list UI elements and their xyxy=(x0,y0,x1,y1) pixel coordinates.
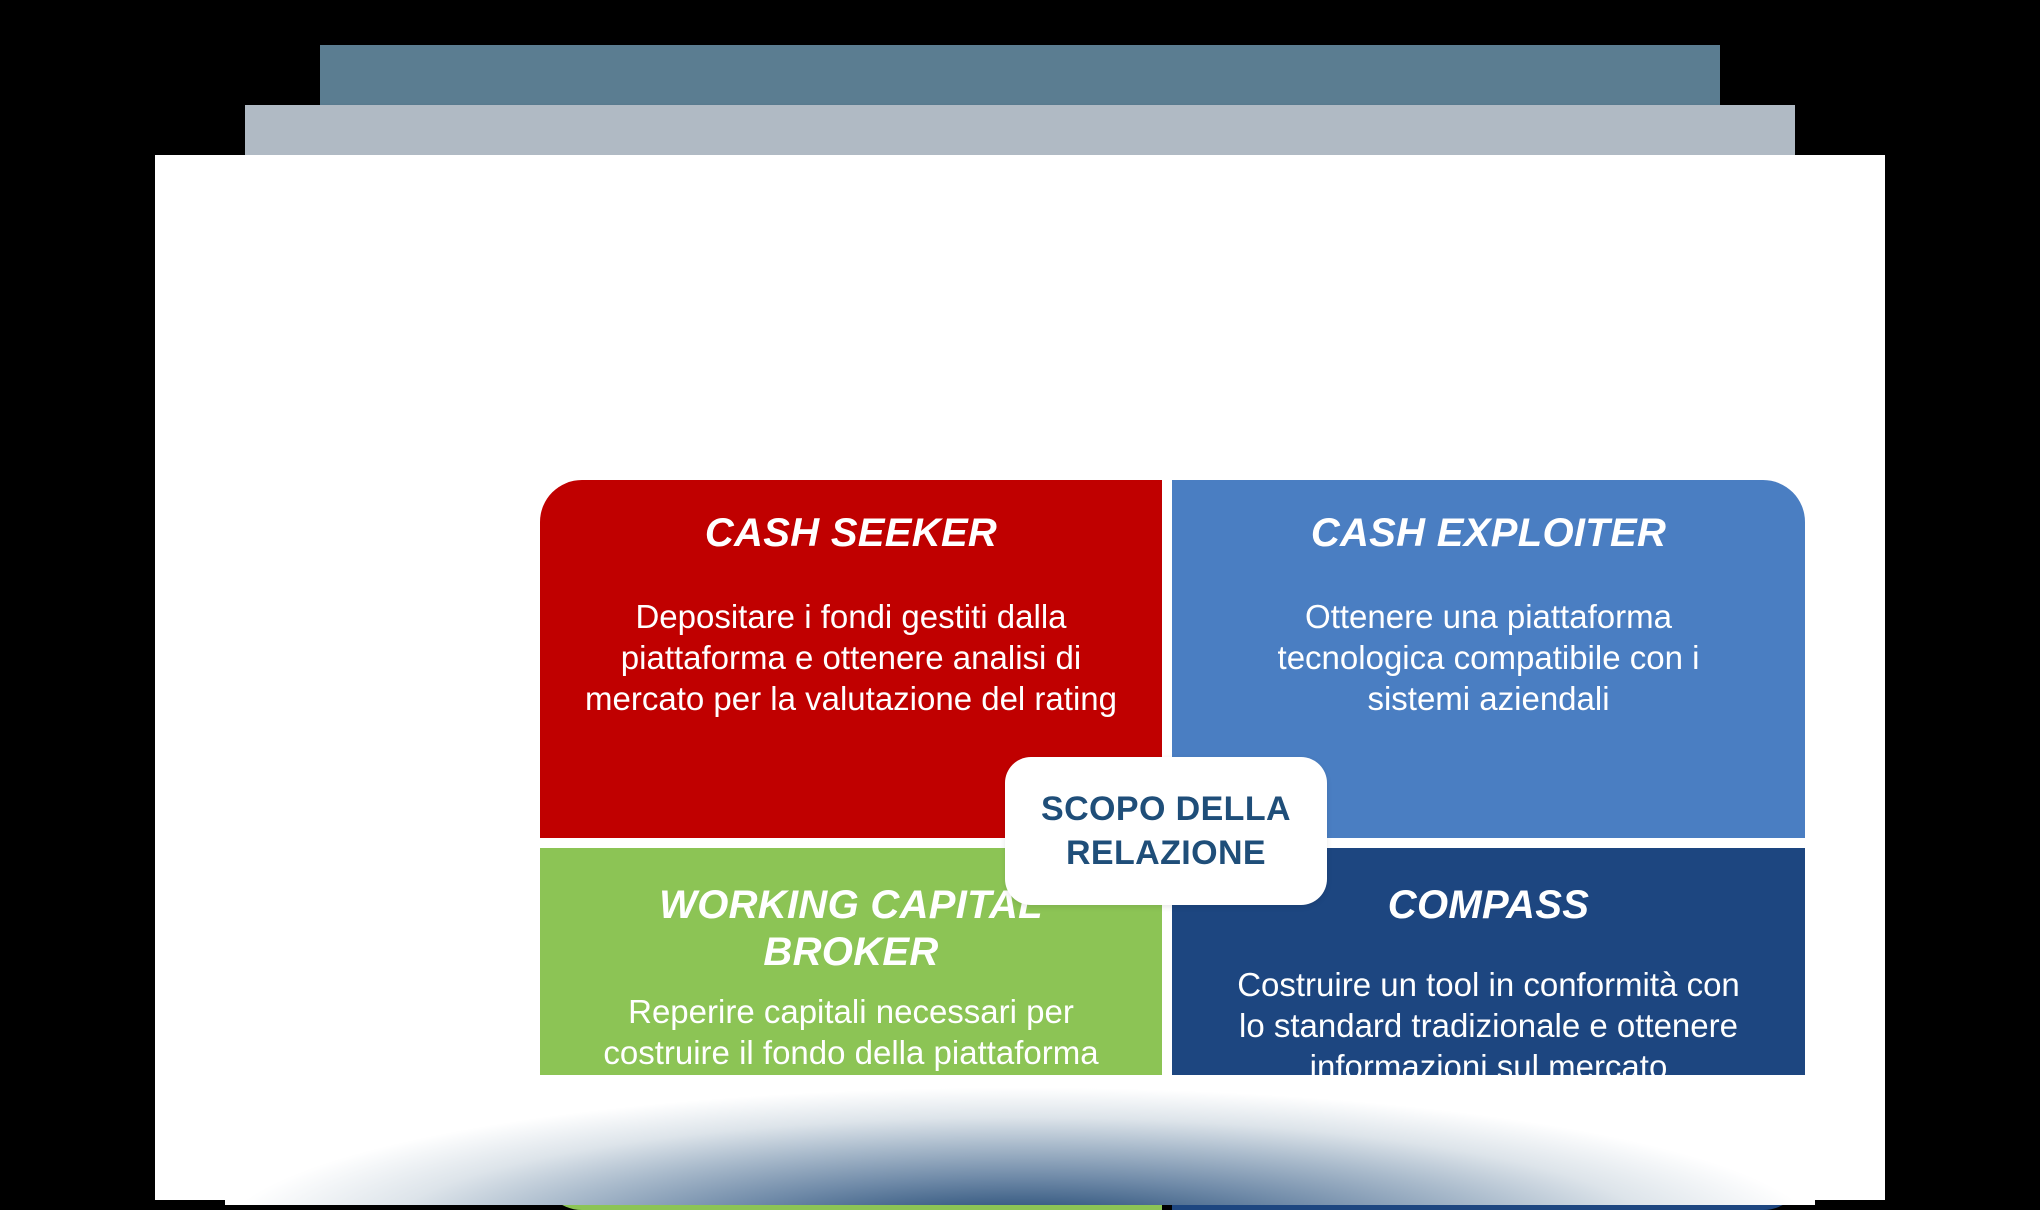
quadrant-title-cash-seeker: CASH SEEKER xyxy=(704,511,998,555)
slide-canvas: CASH SEEKER Depositare i fondi gestiti d… xyxy=(155,155,1885,1210)
quadrant-title-compass: COMPASS xyxy=(1387,883,1590,927)
quadrant-matrix: CASH SEEKER Depositare i fondi gestiti d… xyxy=(540,480,1805,1210)
center-badge-scopo-della-relazione[interactable]: SCOPO DELLA RELAZIONE xyxy=(1005,757,1327,905)
quadrant-description-cash-seeker: Depositare i fondi gestiti dalla piattaf… xyxy=(585,598,1117,717)
quadrant-title-cash-exploiter: CASH EXPLOITER xyxy=(1310,511,1667,555)
quadrant-title-working-capital-broker: WORKING CAPITAL BROKER xyxy=(659,883,1043,975)
center-badge-label: SCOPO DELLA RELAZIONE xyxy=(1041,789,1291,872)
quadrant-description-cash-exploiter: Ottenere una piattaforma tecnologica com… xyxy=(1277,598,1700,717)
quadrant-description-compass: Costruire un tool in conformità con lo s… xyxy=(1237,966,1740,1085)
quadrant-description-working-capital-broker: Reperire capitali necessari per costruir… xyxy=(603,993,1099,1072)
